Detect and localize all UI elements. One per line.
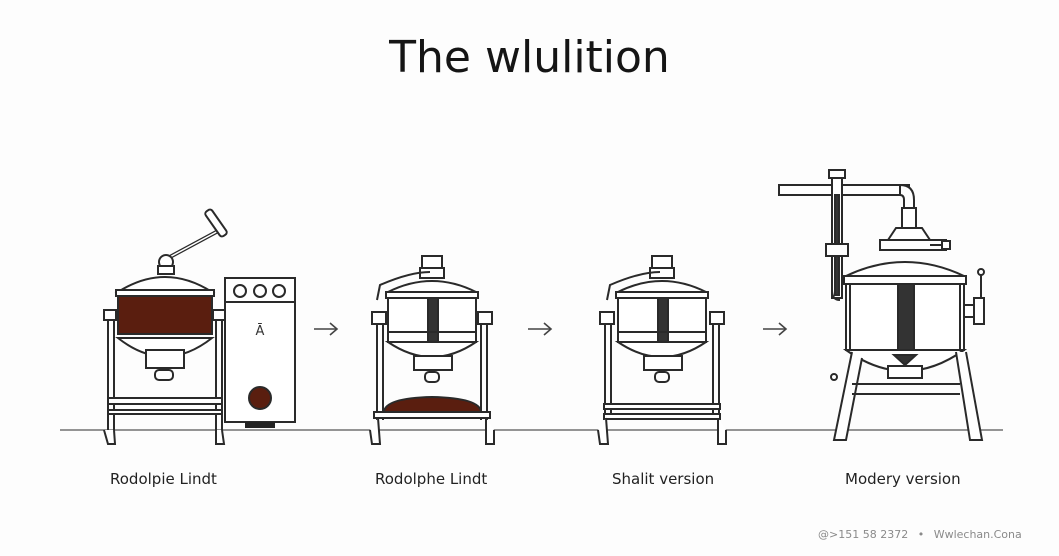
svg-text:Ā: Ā <box>256 324 265 339</box>
arrow-icon <box>528 322 553 336</box>
chocolate-tray <box>382 395 483 413</box>
chocolate-fill <box>117 295 213 335</box>
dial-icon <box>253 284 267 298</box>
footer-site: Wwlechan.Cona <box>933 528 1022 541</box>
stage-3-label: Shalit version <box>612 470 715 488</box>
footer-separator: • <box>917 528 925 541</box>
dial-icon <box>272 284 286 298</box>
stage-4-label: Modery version <box>845 470 961 488</box>
stage-2-machine <box>369 255 495 445</box>
dial-icon <box>233 284 247 298</box>
footer: @>151 58 2372 • Wwlechan.Cona <box>818 528 1022 541</box>
chocolate-button <box>248 386 272 410</box>
stage-4-machine <box>778 169 985 441</box>
stage-1-label: Rodolpie Lindt <box>110 470 217 488</box>
diagram-title: The wlulition <box>389 32 670 83</box>
stage-3-machine <box>597 255 727 445</box>
control-box: Ā <box>224 277 296 428</box>
footer-phone: @>151 58 2372 <box>818 528 909 541</box>
arrow-icon <box>314 322 339 336</box>
stage-1-machine <box>103 208 228 445</box>
stage-2-label: Rodolphe Lindt <box>375 470 488 488</box>
arrow-icon <box>763 322 788 336</box>
